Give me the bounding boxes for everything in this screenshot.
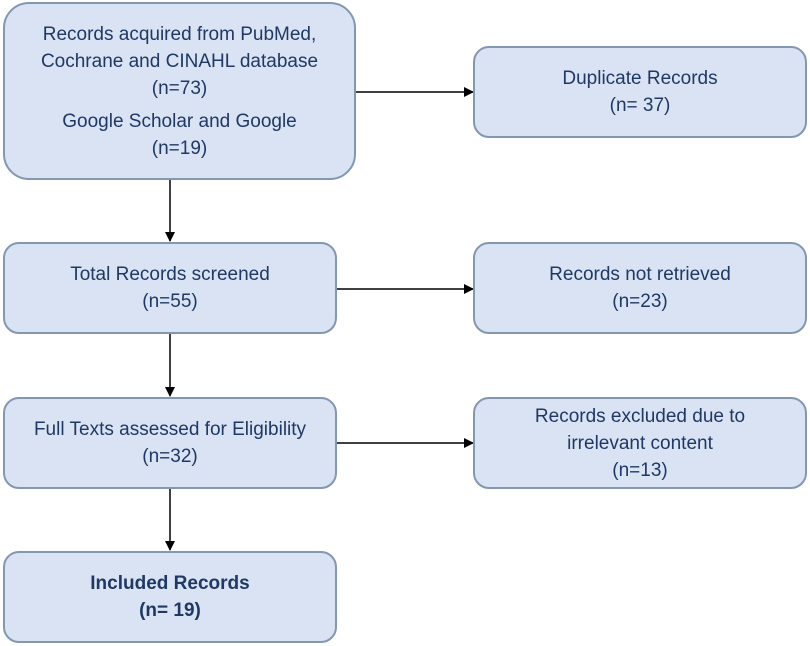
eligibility-count: (n=32) [142, 446, 198, 467]
excluded-box: Records excluded due to irrelevant conte… [473, 397, 807, 489]
duplicates-count: (n= 37) [609, 95, 671, 116]
included-label: Included Records [90, 573, 250, 594]
not-retrieved-label: Records not retrieved [549, 264, 731, 285]
eligibility-box: Full Texts assessed for Eligibility (n=3… [3, 397, 337, 489]
excluded-count: (n=13) [612, 459, 668, 481]
screened-box: Total Records screened (n=55) [3, 242, 337, 334]
identification-box: Records acquired from PubMed, Cochrane a… [3, 2, 356, 180]
duplicates-label: Duplicate Records [562, 68, 718, 89]
not-retrieved-box: Records not retrieved (n=23) [473, 242, 807, 334]
included-count: (n= 19) [139, 600, 201, 621]
identification-line3: Google Scholar and Google [62, 110, 297, 132]
not-retrieved-count: (n=23) [612, 291, 668, 312]
identification-count2: (n=19) [151, 137, 208, 159]
eligibility-label: Full Texts assessed for Eligibility [33, 419, 307, 440]
identification-line1: Records acquired from PubMed, [42, 23, 317, 45]
excluded-line1: Records excluded due to [534, 405, 746, 427]
identification-count1: (n=73) [151, 77, 208, 99]
screened-count: (n=55) [142, 291, 198, 312]
duplicates-box: Duplicate Records (n= 37) [473, 46, 807, 138]
included-box: Included Records (n= 19) [3, 551, 337, 643]
identification-line2: Cochrane and CINAHL database [40, 50, 319, 72]
excluded-line2: irrelevant content [567, 432, 713, 454]
screened-label: Total Records screened [70, 264, 270, 285]
